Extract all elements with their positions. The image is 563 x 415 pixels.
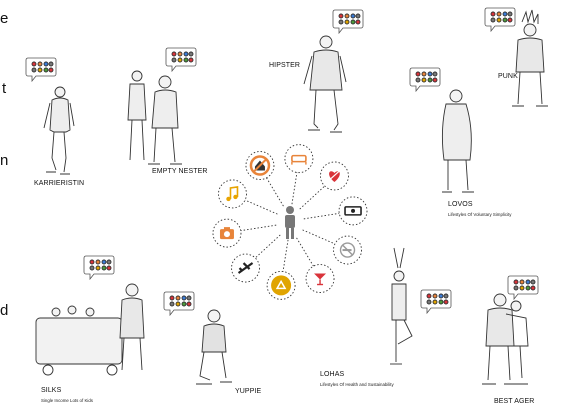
lovos-thought-bubble [409,67,441,92]
hub-spoke-line [303,212,340,220]
hub-spoke-line [266,177,284,207]
karrieristin-thought-bubble [25,57,57,82]
sublabel-silks: Single Income Lots of Kids [41,398,93,403]
yuppie-thought-bubble [163,291,195,316]
label-best-ager: BEST AGER [494,398,535,405]
label-empty-nester: EMPTY NESTER [152,168,208,175]
sublabel-lovos: Lifestyles Of Voluntary Simplicity [448,212,512,217]
persona-lovos-figure [409,67,474,193]
money-icon [338,196,368,226]
edge-text-2: t [2,80,7,97]
cocktail-icon [305,264,335,293]
persona-best-ager-figure [482,275,539,385]
sofa-icon [284,144,314,174]
edge-text-1: e [0,10,9,27]
no-smoking-icon [333,235,362,265]
label-punk: PUNK [498,73,518,80]
house-icon [245,151,275,180]
music-icon [218,179,247,209]
label-lohas: LOHAS [320,371,345,378]
hub-spoke-line [302,229,336,245]
punk-thought-bubble [484,7,516,32]
hub-spoke-line [244,199,278,215]
person-icon [285,206,295,239]
hub-spoke-line [291,172,298,205]
persona-punk-figure [484,7,548,107]
best-ager-thought-bubble [507,275,539,300]
persona-hipster-figure [303,9,364,133]
hub-spoke-line [254,234,281,259]
persona-silks-figure [35,255,145,376]
airplane-icon [231,253,260,283]
hub-spoke-line [296,237,314,267]
persona-empty-nester-figure [127,47,197,165]
persona-karrieristin-figure [25,57,75,175]
persona-lohas-figure [390,247,452,365]
empty-nester-thought-bubble [165,47,197,72]
label-hipster: HIPSTER [269,62,301,69]
hub-spoke-line [282,239,289,272]
hipster-thought-bubble [332,9,364,34]
hub-spoke-line [299,185,326,210]
lifestyle-hub [212,144,368,300]
hub-spoke-line [240,224,277,232]
silks-thought-bubble [83,255,115,280]
recycle-icon [266,270,296,300]
label-silks: SILKS [41,387,62,394]
edge-text-3: n [0,152,9,169]
lohas-thought-bubble [420,289,452,314]
label-yuppie: YUPPIE [235,388,262,395]
edge-text-4: d [0,302,9,319]
camera-icon [212,218,242,248]
sublabel-lohas: Lifestyles Of Health and Sustainability [320,382,394,387]
label-lovos: LOVOS [448,201,473,208]
label-karrieristin: KARRIERISTIN [34,180,85,187]
heart-icon [320,161,349,191]
persona-yuppie-figure [163,291,232,385]
